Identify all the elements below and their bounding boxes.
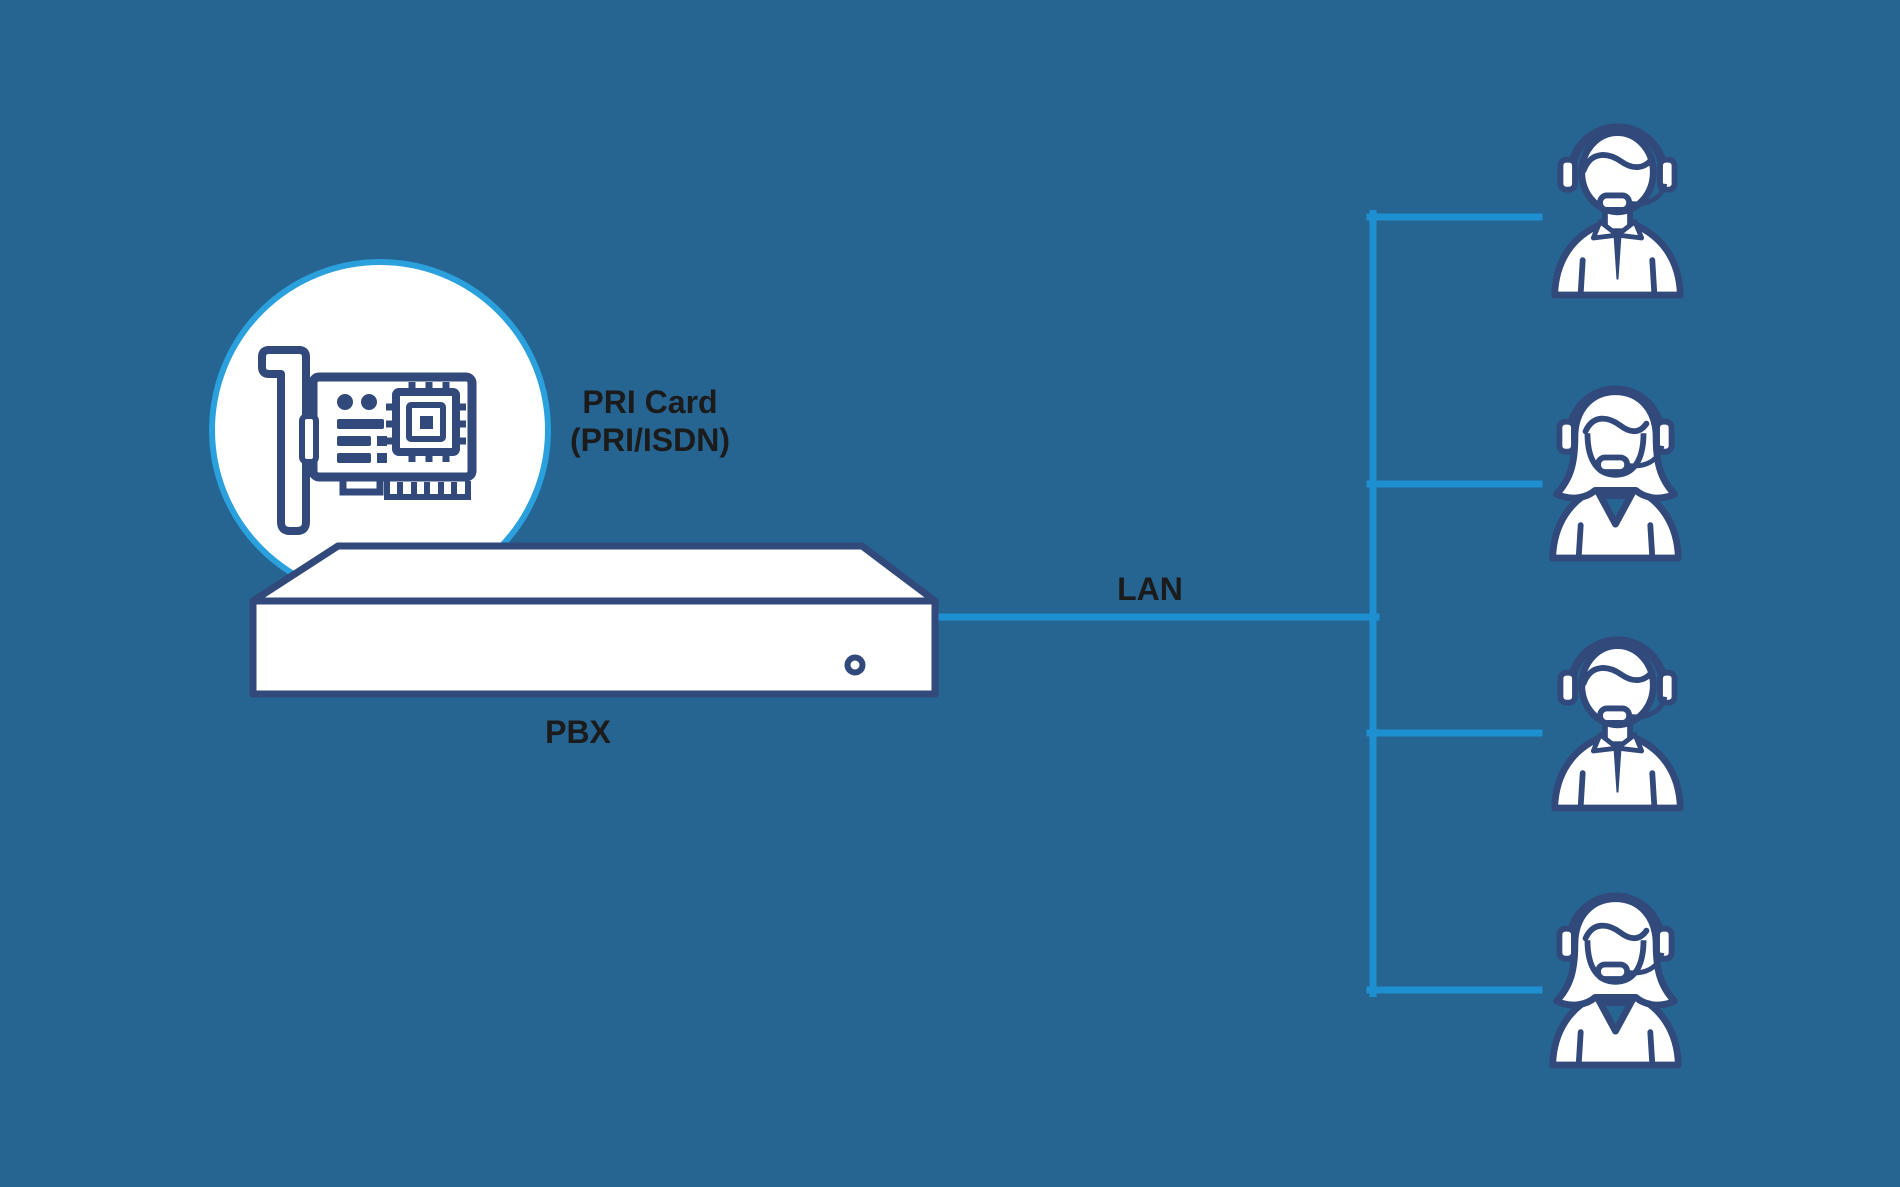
card-trace-3b <box>377 453 387 463</box>
pri-card-label-line1: PRI Card <box>582 384 718 420</box>
female-headset-agent-icon <box>1553 390 1679 558</box>
card-trace-2b <box>377 436 387 446</box>
agent-4 <box>1553 897 1679 1065</box>
card-trace-3 <box>337 453 371 463</box>
pbx-label: PBX <box>545 714 611 750</box>
female-headset-agent-icon <box>1553 897 1679 1065</box>
agent-1 <box>1555 128 1681 295</box>
card-connector-pins <box>384 481 471 500</box>
card-side-tab <box>299 413 319 465</box>
card-dot-2 <box>361 394 377 410</box>
card-bottom-notch <box>339 481 384 496</box>
card-trace-1 <box>337 419 384 429</box>
agent-3 <box>1555 641 1681 808</box>
pri-card-label-line2: (PRI/ISDN) <box>570 422 730 458</box>
pri-card-badge <box>209 259 551 601</box>
pbx-top-face <box>249 542 939 605</box>
chip-core <box>420 416 433 429</box>
pbx-device-icon <box>249 542 939 698</box>
male-headset-agent-icon <box>1555 128 1681 295</box>
pri-card-label: PRI Card (PRI/ISDN) <box>525 383 775 459</box>
male-headset-agent-icon <box>1555 641 1681 808</box>
card-trace-2 <box>337 436 371 446</box>
chip-inner <box>406 402 446 442</box>
lan-label: LAN <box>1117 571 1183 607</box>
pbx-front-face <box>249 597 939 698</box>
agents-group <box>1553 128 1681 1065</box>
connectors <box>929 210 1543 997</box>
pbx-led <box>844 654 866 676</box>
card-dot-1 <box>337 394 353 410</box>
card-bracket <box>258 346 310 535</box>
pci-card-icon <box>258 346 477 535</box>
agent-2 <box>1553 390 1679 558</box>
